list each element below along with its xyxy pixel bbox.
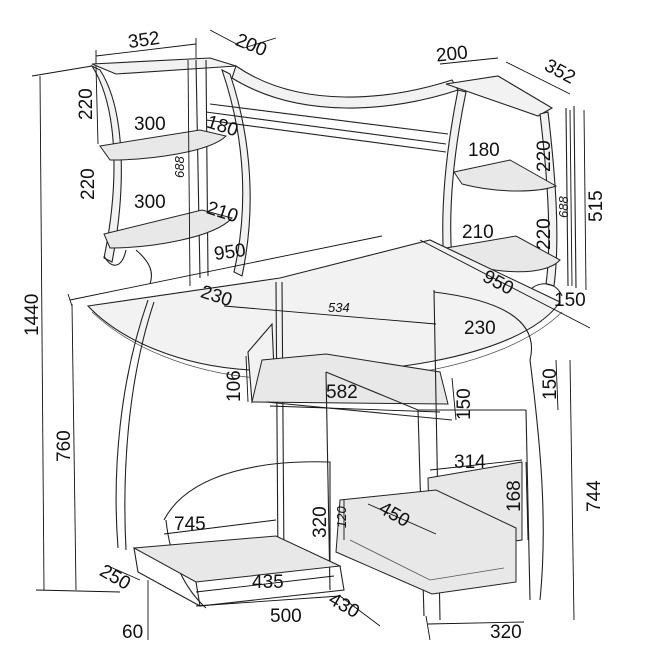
dim-200-right: 200 <box>435 42 469 66</box>
dim-300-left-1: 300 <box>134 114 166 135</box>
dim-320-vertical: 320 <box>310 506 331 538</box>
left-top-board <box>91 57 237 75</box>
dim-760: 760 <box>54 430 75 462</box>
dim-200-left: 200 <box>232 30 269 61</box>
dim-352-right: 352 <box>541 55 579 88</box>
dim-150-mid: 150 <box>454 388 475 420</box>
dim-1440: 1440 <box>22 294 43 336</box>
left-inner-side <box>221 68 251 277</box>
dim-950-left: 950 <box>213 240 247 265</box>
dim-688-right: 688 <box>556 196 571 218</box>
dim-500: 500 <box>270 606 302 627</box>
dim-688-left: 688 <box>172 156 187 178</box>
dimension-lines <box>31 29 591 641</box>
dim-744: 744 <box>584 480 605 512</box>
dim-210-right: 210 <box>462 222 494 243</box>
dim-150-right-2: 150 <box>540 368 561 400</box>
top-connecting-board <box>205 65 459 153</box>
left-leg-panel <box>115 281 331 609</box>
dim-515: 515 <box>586 190 607 222</box>
left-superstructure <box>90 57 251 285</box>
dim-320-bottom: 320 <box>490 622 522 643</box>
footrest <box>132 535 345 607</box>
right-shelf-1 <box>453 159 558 192</box>
dim-220-right-1: 220 <box>534 140 555 172</box>
dim-168: 168 <box>504 480 525 512</box>
dim-534: 534 <box>328 300 350 315</box>
dim-220-left-1: 220 <box>76 88 97 120</box>
right-top-board <box>445 75 554 117</box>
dim-250: 250 <box>96 561 134 595</box>
left-outer-side <box>90 64 122 263</box>
pedestal-cabinet <box>325 289 544 621</box>
dim-582: 582 <box>326 382 358 403</box>
dim-230-right: 230 <box>464 318 496 339</box>
dim-106: 106 <box>224 370 245 402</box>
dim-300-left-2: 300 <box>134 192 166 213</box>
right-superstructure <box>442 75 577 297</box>
keyboard-shelf <box>247 322 453 421</box>
dim-60: 60 <box>122 622 143 643</box>
dim-180-right: 180 <box>468 140 500 161</box>
dim-120: 120 <box>334 506 349 528</box>
dim-220-left-2: 220 <box>78 168 99 200</box>
dim-314: 314 <box>454 452 486 473</box>
dim-150-right-1: 150 <box>554 290 586 311</box>
dim-220-right-2: 220 <box>534 218 555 250</box>
left-shelf-2 <box>103 209 233 249</box>
dim-352-left: 352 <box>127 28 161 53</box>
dim-430: 430 <box>325 589 363 623</box>
left-shelf-1 <box>99 129 227 161</box>
dim-435: 435 <box>252 572 284 593</box>
dim-745: 745 <box>174 514 206 535</box>
